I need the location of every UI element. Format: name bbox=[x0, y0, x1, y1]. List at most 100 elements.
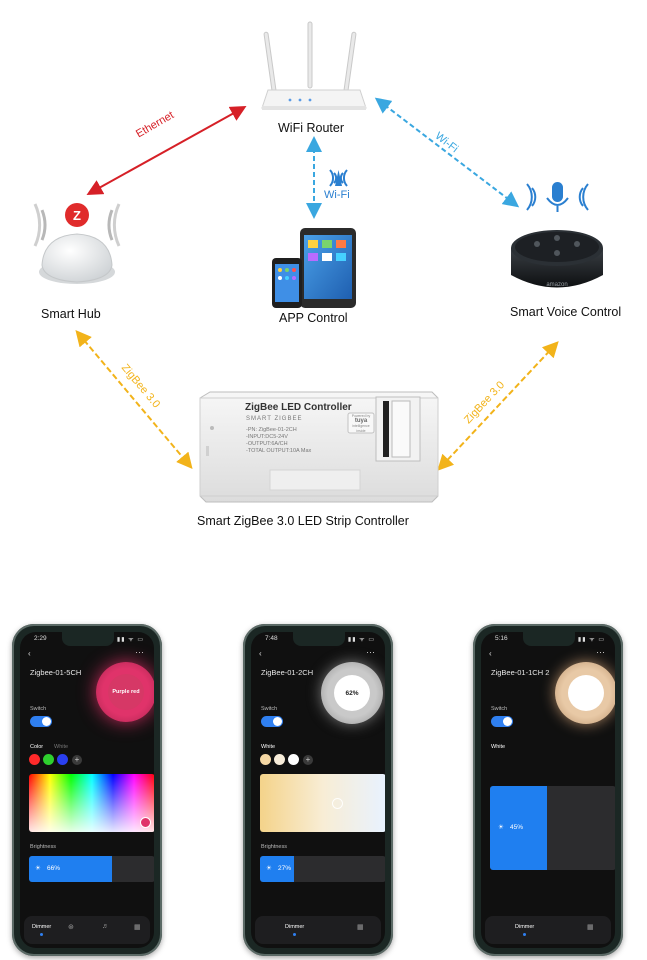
notch bbox=[523, 632, 575, 646]
dimmer-dial[interactable] bbox=[555, 662, 615, 724]
preset-neutral[interactable] bbox=[274, 754, 285, 765]
power-toggle[interactable] bbox=[491, 716, 513, 727]
back-icon[interactable]: ‹ bbox=[489, 649, 492, 658]
router-label: WiFi Router bbox=[278, 121, 344, 135]
tab-dimmer[interactable]: Dimmer bbox=[32, 924, 52, 930]
more-icon[interactable]: ··· bbox=[366, 647, 375, 657]
add-preset-button[interactable]: + bbox=[303, 755, 313, 765]
ethernet-link bbox=[86, 106, 247, 195]
active-tab-indicator bbox=[293, 933, 296, 936]
controller-specs: -PN: ZigBee-01-2CH -INPUT:DC5-24V -OUTPU… bbox=[246, 427, 311, 455]
controller-label: Smart ZigBee 3.0 LED Strip Controller bbox=[197, 514, 409, 528]
tab-color[interactable]: Color bbox=[30, 744, 44, 750]
brightness-label: Brightness bbox=[261, 844, 287, 850]
picker-handle[interactable] bbox=[140, 817, 151, 828]
spec-line: -INPUT:DC5-24V bbox=[246, 434, 288, 440]
more-icon[interactable]: ··· bbox=[596, 647, 605, 657]
spec-line: -OUTPUT:6A/CH bbox=[246, 441, 288, 447]
music-icon[interactable]: ♬ bbox=[102, 923, 109, 930]
white-picker[interactable] bbox=[260, 774, 385, 832]
brightness-value: 66% bbox=[47, 865, 61, 872]
controller-subtitle: SMART ZIGBEE bbox=[246, 416, 303, 422]
picker-handle[interactable] bbox=[332, 798, 343, 809]
switch-label: Switch bbox=[30, 706, 47, 712]
dial-text: Purple red bbox=[112, 689, 140, 695]
wifi-link-voice bbox=[374, 97, 520, 208]
wifi-label-app: Wi-Fi bbox=[324, 189, 350, 201]
spec-line: -PN: ZigBee-01-2CH bbox=[246, 427, 297, 433]
add-preset-button[interactable]: + bbox=[72, 755, 82, 765]
hub-label: Smart Hub bbox=[41, 307, 101, 321]
power-toggle[interactable] bbox=[261, 716, 283, 727]
status-time: 5:16 bbox=[495, 635, 508, 642]
status-time: 2:29 bbox=[34, 635, 47, 642]
sun-icon: ☀ bbox=[498, 824, 504, 831]
white-label: White bbox=[261, 744, 276, 750]
grid-icon[interactable]: ▦ bbox=[357, 924, 364, 931]
dial-center bbox=[568, 675, 604, 711]
brightness-label: Brightness bbox=[30, 844, 56, 850]
preset-cool[interactable] bbox=[288, 754, 299, 765]
grid-icon[interactable]: ▦ bbox=[134, 924, 141, 931]
status-time: 7:48 bbox=[265, 635, 278, 642]
color-picker[interactable] bbox=[29, 774, 154, 832]
device-name: ZigBee-01-1CH 2 bbox=[491, 668, 550, 677]
preset-warm[interactable] bbox=[260, 754, 271, 765]
back-icon[interactable]: ‹ bbox=[259, 649, 262, 658]
active-tab-indicator bbox=[523, 933, 526, 936]
phone-2-screen: 7:48 ▮▮ ᯤ ▭ ‹ ··· ZigBee-01-2CH 62% Swit… bbox=[251, 632, 385, 948]
preset-green[interactable] bbox=[43, 754, 54, 765]
back-icon[interactable]: ‹ bbox=[28, 649, 31, 658]
app-label: APP Control bbox=[279, 311, 348, 325]
notch bbox=[62, 632, 114, 646]
badge-bottom: intelligence inside bbox=[352, 424, 370, 433]
brightness-fill bbox=[29, 856, 113, 882]
palette-icon[interactable]: ⊛ bbox=[68, 924, 74, 931]
status-icons: ▮▮ ᯤ ▭ bbox=[116, 637, 144, 643]
controller-box bbox=[199, 391, 439, 503]
svg-text:Z: Z bbox=[73, 208, 81, 223]
grid-icon[interactable]: ▦ bbox=[587, 924, 594, 931]
tab-white[interactable]: White bbox=[54, 744, 69, 750]
power-toggle[interactable] bbox=[30, 716, 52, 727]
brightness-slider[interactable]: ☀ 27% bbox=[260, 856, 385, 882]
notch bbox=[293, 632, 345, 646]
white-dial[interactable]: 62% bbox=[321, 662, 383, 724]
device-name: Zigbee-01-5CH bbox=[30, 668, 82, 677]
svg-text:amazon: amazon bbox=[546, 282, 567, 288]
phone-1-screen: 2:29 ▮▮ ᯤ ▭ ‹ ··· Zigbee-01-5CH Purple r… bbox=[20, 632, 154, 948]
switch-label: Switch bbox=[491, 706, 508, 712]
phone-3: 5:16 ▮▮ ᯤ ▭ ‹ ··· ZigBee-01-1CH 2 Switch… bbox=[473, 624, 623, 956]
white-label: White bbox=[491, 744, 506, 750]
switch-label: Switch bbox=[261, 706, 278, 712]
badge-top: Powered by bbox=[351, 414, 371, 418]
voice-label: Smart Voice Control bbox=[510, 305, 622, 319]
diagram-canvas: Z amazon bbox=[33, 21, 603, 503]
sun-icon: ☀ bbox=[266, 865, 272, 872]
color-dial[interactable]: Purple red bbox=[96, 662, 154, 722]
wifi-signal-icon bbox=[329, 169, 348, 187]
app-phones-icon bbox=[272, 228, 356, 308]
tuya-badge: Powered by tuya intelligence inside bbox=[348, 414, 374, 434]
preset-red[interactable] bbox=[29, 754, 40, 765]
brightness-fill bbox=[260, 856, 295, 882]
zigbee-link-voice bbox=[437, 341, 559, 471]
tab-dimmer[interactable]: Dimmer bbox=[515, 924, 535, 930]
badge-brand: tuya bbox=[354, 418, 368, 424]
status-icons: ▮▮ ᯤ ▭ bbox=[347, 637, 375, 643]
more-icon[interactable]: ··· bbox=[135, 647, 144, 657]
preset-blue[interactable] bbox=[57, 754, 68, 765]
hub-icon: Z bbox=[33, 203, 121, 284]
phone-1: 2:29 ▮▮ ᯤ ▭ ‹ ··· Zigbee-01-5CH Purple r… bbox=[12, 624, 162, 956]
phone-3-screen: 5:16 ▮▮ ᯤ ▭ ‹ ··· ZigBee-01-1CH 2 Switch… bbox=[481, 632, 615, 948]
brightness-value: 45% bbox=[510, 824, 524, 831]
dial-text: 62% bbox=[345, 689, 359, 697]
tab-dimmer[interactable]: Dimmer bbox=[285, 924, 305, 930]
brightness-fill bbox=[490, 786, 547, 870]
controller-title: ZigBee LED Controller bbox=[245, 402, 352, 413]
brightness-slider-vertical[interactable]: ☀ 45% bbox=[490, 786, 615, 870]
brightness-value: 27% bbox=[278, 865, 292, 872]
brightness-slider[interactable]: ☀ 66% bbox=[29, 856, 154, 882]
phone-2: 7:48 ▮▮ ᯤ ▭ ‹ ··· ZigBee-01-2CH 62% Swit… bbox=[243, 624, 393, 956]
device-name: ZigBee-01-2CH bbox=[261, 668, 314, 677]
